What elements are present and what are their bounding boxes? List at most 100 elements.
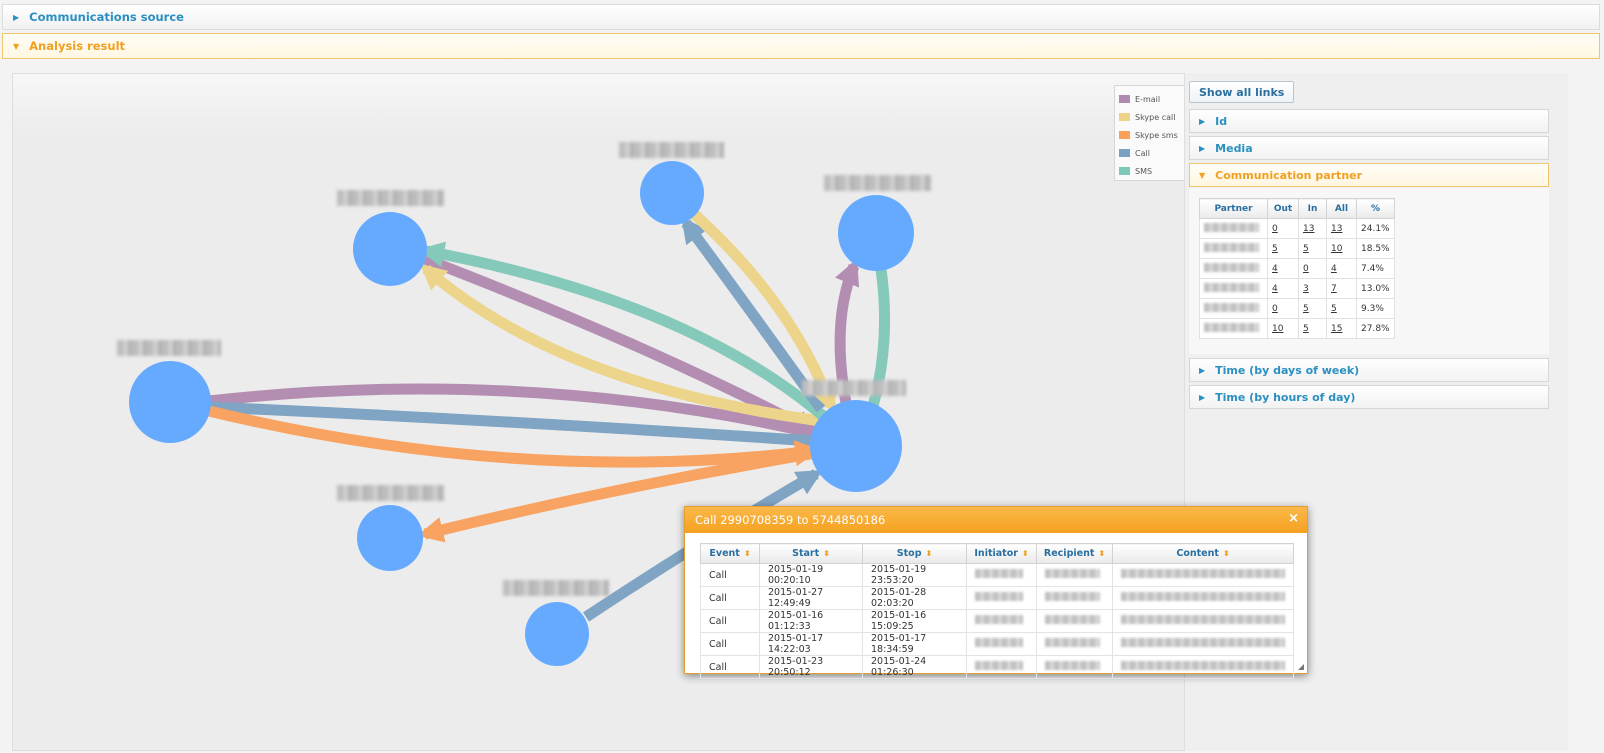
content-cell	[1112, 655, 1294, 679]
in-link[interactable]: 13	[1298, 218, 1327, 239]
caret-right-icon: ▶	[1199, 365, 1206, 375]
partner-table: Partner Out In All % 0 13 13 24.1% 5 5 1…	[1199, 198, 1395, 339]
col-all[interactable]: All	[1326, 198, 1357, 219]
graph-node-upper-left[interactable]	[353, 212, 427, 286]
caret-right-icon: ▶	[1199, 392, 1206, 402]
node-label-left	[117, 340, 221, 356]
pct-cell: 27.8%	[1356, 318, 1395, 339]
initiator-cell	[966, 655, 1037, 679]
graph-node-bottom[interactable]	[525, 602, 589, 666]
start-cell: 2015-01-19 00:20:10	[759, 563, 863, 587]
communications-source-header[interactable]: ▶ Communications source	[2, 4, 1600, 30]
event-cell: Call	[700, 632, 760, 656]
table-row: 4 0 4 7.4%	[1199, 258, 1395, 279]
edge-email-left-to-center[interactable]	[208, 383, 821, 442]
legend-item-skype-sms[interactable]: Skype sms	[1119, 126, 1182, 144]
in-link[interactable]: 3	[1298, 278, 1327, 299]
col-out[interactable]: Out	[1267, 198, 1299, 219]
section-id-label: Id	[1215, 114, 1228, 128]
table-row[interactable]: Call 2015-01-16 01:12:33 2015-01-16 15:0…	[700, 609, 1294, 633]
analysis-result-header[interactable]: ▼ Analysis result	[2, 33, 1600, 59]
out-link[interactable]: 5	[1267, 238, 1299, 259]
legend-item-skype-call[interactable]: Skype call	[1119, 108, 1182, 126]
col-pct[interactable]: %	[1356, 198, 1395, 219]
all-link[interactable]: 13	[1326, 218, 1357, 239]
col-stop[interactable]: Stop⬍	[862, 543, 967, 564]
table-row[interactable]: Call 2015-01-23 20:50:12 2015-01-24 01:2…	[700, 655, 1294, 679]
event-cell: Call	[700, 563, 760, 587]
section-id-header[interactable]: ▶ Id	[1189, 109, 1549, 133]
col-event[interactable]: Event⬍	[700, 543, 760, 564]
col-partner[interactable]: Partner	[1199, 198, 1268, 219]
partner-cell	[1199, 218, 1268, 239]
legend-item-sms[interactable]: SMS	[1119, 162, 1182, 180]
sort-icon: ⬍	[823, 549, 830, 558]
col-in[interactable]: In	[1298, 198, 1327, 219]
in-link[interactable]: 0	[1298, 258, 1327, 279]
out-link[interactable]: 4	[1267, 278, 1299, 299]
pct-cell: 18.5%	[1356, 238, 1395, 259]
section-media-header[interactable]: ▶ Media	[1189, 136, 1549, 160]
legend-swatch	[1119, 95, 1130, 103]
col-recipient[interactable]: Recipient⬍	[1036, 543, 1113, 564]
out-link[interactable]: 10	[1267, 318, 1299, 339]
in-link[interactable]: 5	[1298, 298, 1327, 319]
graph-node-top[interactable]	[640, 161, 704, 225]
caret-right-icon: ▶	[1199, 116, 1206, 126]
graph-node-top-right[interactable]	[838, 195, 914, 271]
table-row[interactable]: Call 2015-01-27 12:49:49 2015-01-28 02:0…	[700, 586, 1294, 610]
graph-node-center[interactable]	[810, 400, 902, 492]
legend-item-call[interactable]: Call	[1119, 144, 1182, 162]
section-hours-label: Time (by hours of day)	[1215, 390, 1356, 404]
pct-cell: 7.4%	[1356, 258, 1395, 279]
section-days-label: Time (by days of week)	[1215, 363, 1360, 377]
table-row: 4 3 7 13.0%	[1199, 278, 1395, 299]
edge-skypesms-left-to-center[interactable]	[207, 405, 821, 468]
table-row[interactable]: Call 2015-01-17 14:22:03 2015-01-17 18:3…	[700, 632, 1294, 656]
section-partner-label: Communication partner	[1215, 168, 1363, 182]
recipient-cell	[1036, 632, 1113, 656]
in-link[interactable]: 5	[1298, 318, 1327, 339]
edge-skypesms-center-to-lowerleft[interactable]	[417, 447, 817, 543]
call-details-dialog[interactable]: Call 2990708359 to 5744850186 × Event⬍ S…	[684, 506, 1308, 679]
edge-call-left-to-center[interactable]	[208, 401, 821, 453]
show-all-links-button[interactable]: Show all links	[1189, 81, 1295, 103]
legend-item-email[interactable]: E-mail	[1119, 90, 1182, 108]
all-link[interactable]: 15	[1326, 318, 1357, 339]
all-link[interactable]: 10	[1326, 238, 1357, 259]
node-label-top	[619, 142, 724, 158]
close-icon[interactable]: ×	[1288, 511, 1299, 526]
legend-label: SMS	[1135, 166, 1153, 176]
all-link[interactable]: 7	[1326, 278, 1357, 299]
out-link[interactable]: 4	[1267, 258, 1299, 279]
graph-node-lower-left[interactable]	[357, 505, 423, 571]
in-link[interactable]: 5	[1298, 238, 1327, 259]
col-content[interactable]: Content⬍	[1112, 543, 1294, 564]
out-link[interactable]: 0	[1267, 298, 1299, 319]
section-media-label: Media	[1215, 141, 1253, 155]
all-link[interactable]: 4	[1326, 258, 1357, 279]
dialog-titlebar[interactable]: Call 2990708359 to 5744850186 ×	[685, 507, 1307, 533]
legend-swatch	[1119, 149, 1130, 157]
col-start[interactable]: Start⬍	[759, 543, 863, 564]
recipient-cell	[1036, 586, 1113, 610]
graph-node-left[interactable]	[129, 361, 211, 443]
section-days-header[interactable]: ▶ Time (by days of week)	[1189, 358, 1549, 382]
section-hours-header[interactable]: ▶ Time (by hours of day)	[1189, 385, 1549, 409]
partner-cell	[1199, 258, 1268, 279]
col-initiator[interactable]: Initiator⬍	[966, 543, 1037, 564]
all-link[interactable]: 5	[1326, 298, 1357, 319]
analysis-result-label: Analysis result	[29, 39, 126, 53]
out-link[interactable]: 0	[1267, 218, 1299, 239]
start-cell: 2015-01-16 01:12:33	[759, 609, 863, 633]
table-row[interactable]: Call 2015-01-19 00:20:10 2015-01-19 23:5…	[700, 563, 1294, 587]
section-partner-header[interactable]: ▼ Communication partner	[1189, 163, 1549, 187]
partner-cell	[1199, 318, 1268, 339]
edge-sms-center-to-upperleft[interactable]	[418, 241, 833, 426]
sort-icon: ⬍	[925, 549, 933, 558]
table-row: 10 5 15 27.8%	[1199, 318, 1395, 339]
edge-skypecall-center-to-upperleft[interactable]	[419, 263, 822, 427]
resize-grip-icon[interactable]	[1298, 664, 1304, 670]
partner-cell	[1199, 278, 1268, 299]
sort-icon: ⬍	[1098, 549, 1106, 558]
